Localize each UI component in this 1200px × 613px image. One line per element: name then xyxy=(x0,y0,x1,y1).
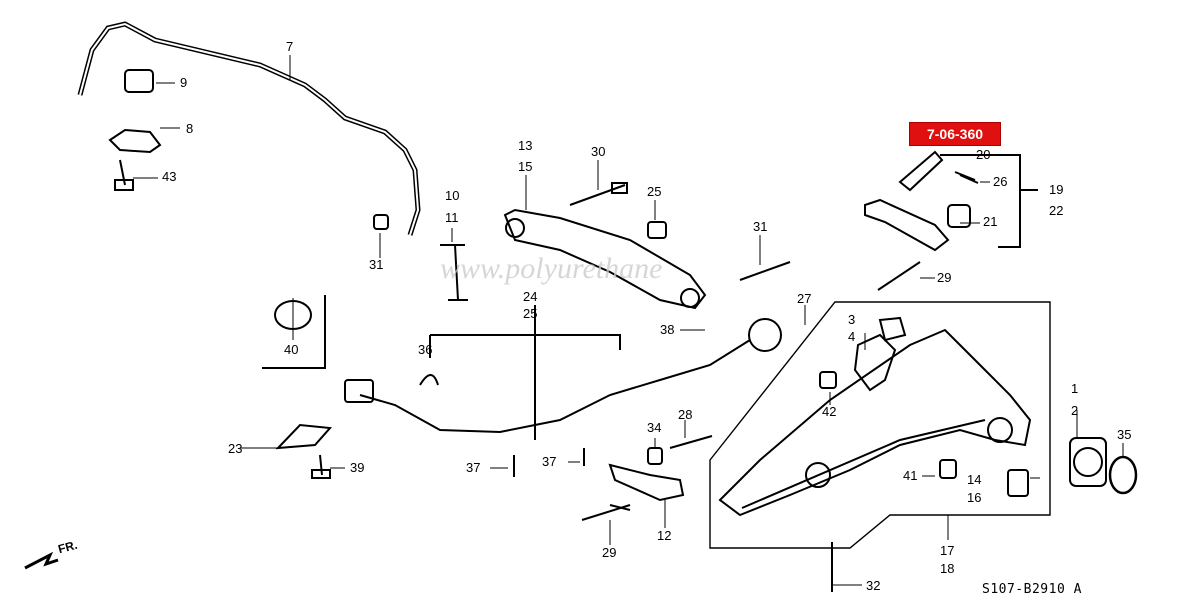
callout-30[interactable]: 29 xyxy=(937,270,952,285)
stabilizer-link xyxy=(440,244,468,301)
callout-11[interactable]: 11 xyxy=(445,210,459,225)
highlight-part-code: 7-06-360 xyxy=(909,122,1001,146)
callout-31-lower[interactable]: 31 xyxy=(753,219,768,234)
callout-26[interactable]: 25 xyxy=(647,184,662,199)
callout-3[interactable]: 3 xyxy=(848,312,856,327)
diagram-code: S107-B2910 A xyxy=(982,582,1082,597)
callout-23[interactable]: 23 xyxy=(228,441,243,456)
callout-20[interactable]: 20 xyxy=(976,147,991,162)
callout-43[interactable]: 43 xyxy=(162,169,177,184)
callout-38[interactable]: 38 xyxy=(660,322,675,337)
callout-32[interactable]: 32 xyxy=(866,578,881,593)
callout-28[interactable]: 27 xyxy=(797,291,812,306)
callout-40[interactable]: 40 xyxy=(284,342,299,357)
callout-37-left[interactable]: 37 xyxy=(466,460,481,475)
callout-10[interactable]: 10 xyxy=(445,188,460,203)
callout-33[interactable]: 31 xyxy=(369,257,384,272)
callout-8[interactable]: 8 xyxy=(186,121,194,136)
callout-9[interactable]: 9 xyxy=(180,75,188,90)
callout-4[interactable]: 4 xyxy=(848,329,856,344)
bushing-9 xyxy=(124,69,154,93)
watermark: www.polyurethane xyxy=(440,252,663,285)
callout-13[interactable]: 13 xyxy=(518,138,533,153)
callout-31-upper[interactable]: 30 xyxy=(591,144,606,159)
callout-37-right[interactable]: 37 xyxy=(542,454,557,469)
callout-36[interactable]: 36 xyxy=(418,342,433,357)
callout-29-upper[interactable]: 28 xyxy=(678,407,693,422)
callout-15[interactable]: 15 xyxy=(518,159,533,174)
callout-35[interactable]: 35 xyxy=(1117,427,1132,442)
callout-34[interactable]: 34 xyxy=(647,420,662,435)
bolt-43 xyxy=(114,159,134,191)
callout-25[interactable]: 25 xyxy=(523,306,538,321)
callout-12[interactable]: 12 xyxy=(657,528,672,543)
callout-14[interactable]: 14 xyxy=(967,472,982,487)
callout-27[interactable]: 26 xyxy=(993,174,1008,189)
callout-29-lower[interactable]: 29 xyxy=(602,545,617,560)
trailing-arm xyxy=(718,328,1032,517)
callout-21[interactable]: 21 xyxy=(983,214,998,229)
callout-17[interactable]: 17 xyxy=(940,543,955,558)
callout-24[interactable]: 24 xyxy=(523,289,538,304)
callout-22[interactable]: 22 xyxy=(1049,203,1064,218)
callout-18[interactable]: 18 xyxy=(940,561,955,576)
callout-16[interactable]: 16 xyxy=(967,490,982,505)
bracket-8 xyxy=(108,128,162,154)
callout-7[interactable]: 7 xyxy=(286,39,294,54)
callout-19[interactable]: 19 xyxy=(1049,182,1064,197)
callout-41[interactable]: 41 xyxy=(903,468,918,483)
callout-39[interactable]: 39 xyxy=(350,460,365,475)
callout-42[interactable]: 42 xyxy=(822,404,837,419)
callout-1[interactable]: 1 xyxy=(1071,381,1079,396)
upper-arm xyxy=(503,208,707,310)
callout-2[interactable]: 2 xyxy=(1071,403,1079,418)
